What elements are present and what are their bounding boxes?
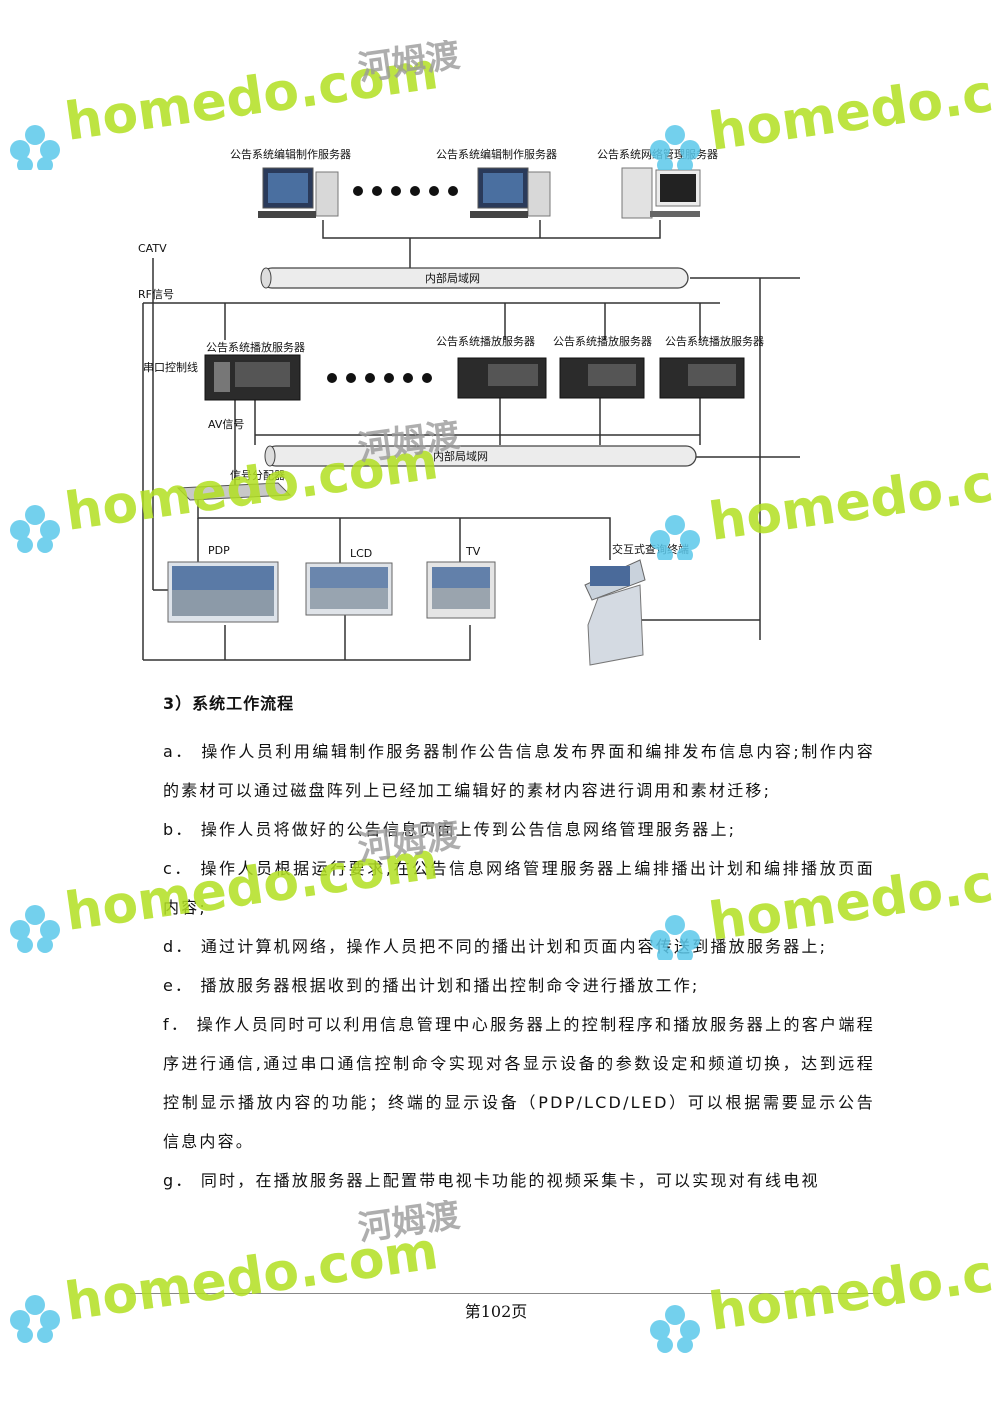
paragraph-g: g． 同时，在播放服务器上配置带电视卡功能的视频采集卡，可以实现对有线电视 <box>163 1171 820 1190</box>
label-edit-server-1: 公告系统编辑制作服务器 <box>230 147 351 161</box>
label-splitter: 信号分配器 <box>230 469 285 482</box>
label-lcd: LCD <box>350 547 372 560</box>
label-net-mgmt-server: 公告系统网络管理服务器 <box>597 147 718 161</box>
watermark-text: homedo.com <box>705 1231 992 1343</box>
label-tv: TV <box>465 545 481 558</box>
network-diagram: 公告系统编辑制作服务器 公告系统编辑制作服务器 公告系统网络管理服务器 CATV… <box>138 147 800 666</box>
pc-icon <box>470 167 551 218</box>
lan-cylinder-2 <box>264 445 697 467</box>
label-serial: 串口控制线 <box>143 360 198 374</box>
paragraph-e: e． 播放服务器根据收到的播出计划和播出控制命令进行播放工作; <box>163 976 700 995</box>
label-play-server-1: 公告系统播放服务器 <box>206 340 305 354</box>
section-heading: 3）系统工作流程 <box>163 694 295 713</box>
label-pdp: PDP <box>208 544 230 557</box>
label-play-server-2: 公告系统播放服务器 <box>436 334 535 348</box>
rack-server-icon <box>659 357 745 399</box>
ellipsis-dots <box>327 186 458 383</box>
watermark: homedo.com <box>640 1220 992 1364</box>
paragraph-b: b． 操作人员将做好的公告信息页面上传到公告信息网络管理服务器上; <box>163 820 737 839</box>
paragraph-d: d． 通过计算机网络，操作人员把不同的播出计划和页面内容传送到播放服务器上; <box>163 937 828 956</box>
pdp-display-icon <box>167 561 279 623</box>
label-lan-1: 内部局域网 <box>425 271 480 285</box>
watermark: homedo.com 河姆渡 <box>0 1195 480 1354</box>
watermark-cn: 河姆渡 <box>356 1200 463 1249</box>
label-play-server-3: 公告系统播放服务器 <box>553 334 652 348</box>
rack-server-icon <box>559 357 645 399</box>
label-edit-server-2: 公告系统编辑制作服务器 <box>436 147 557 161</box>
label-av: AV信号 <box>208 418 244 431</box>
label-rf: RF信号 <box>138 288 174 301</box>
paragraph-c: c． 操作人员根据运行要求,在公告信息网络管理服务器上编排播出计划和编排播放页面… <box>163 859 875 917</box>
label-kiosk: 交互式查询终端 <box>612 542 689 556</box>
rack-server-icon <box>204 354 301 401</box>
lcd-display-icon <box>305 562 393 616</box>
footer-rule <box>130 1293 880 1294</box>
body-text: a． 操作人员利用编辑制作服务器制作公告信息发布界面和编排发布信息内容;制作内容… <box>163 732 875 1200</box>
rack-server-icon <box>457 357 547 399</box>
label-lan-2: 内部局域网 <box>433 449 488 463</box>
page-number: 第102页 <box>464 1302 528 1321</box>
paragraph-f: f． 操作人员同时可以利用信息管理中心服务器上的控制程序和播放服务器上的客户端程… <box>163 1015 875 1151</box>
label-play-server-4: 公告系统播放服务器 <box>665 334 764 348</box>
splitter-icon <box>176 482 292 501</box>
pc-icon <box>621 167 701 219</box>
paragraph-a: a． 操作人员利用编辑制作服务器制作公告信息发布界面和编排发布信息内容;制作内容… <box>163 742 875 800</box>
kiosk-icon <box>584 559 646 666</box>
pc-icon <box>258 167 339 218</box>
tv-display-icon <box>426 561 496 619</box>
lan-cylinder-1 <box>260 267 689 289</box>
label-catv: CATV <box>138 242 167 255</box>
